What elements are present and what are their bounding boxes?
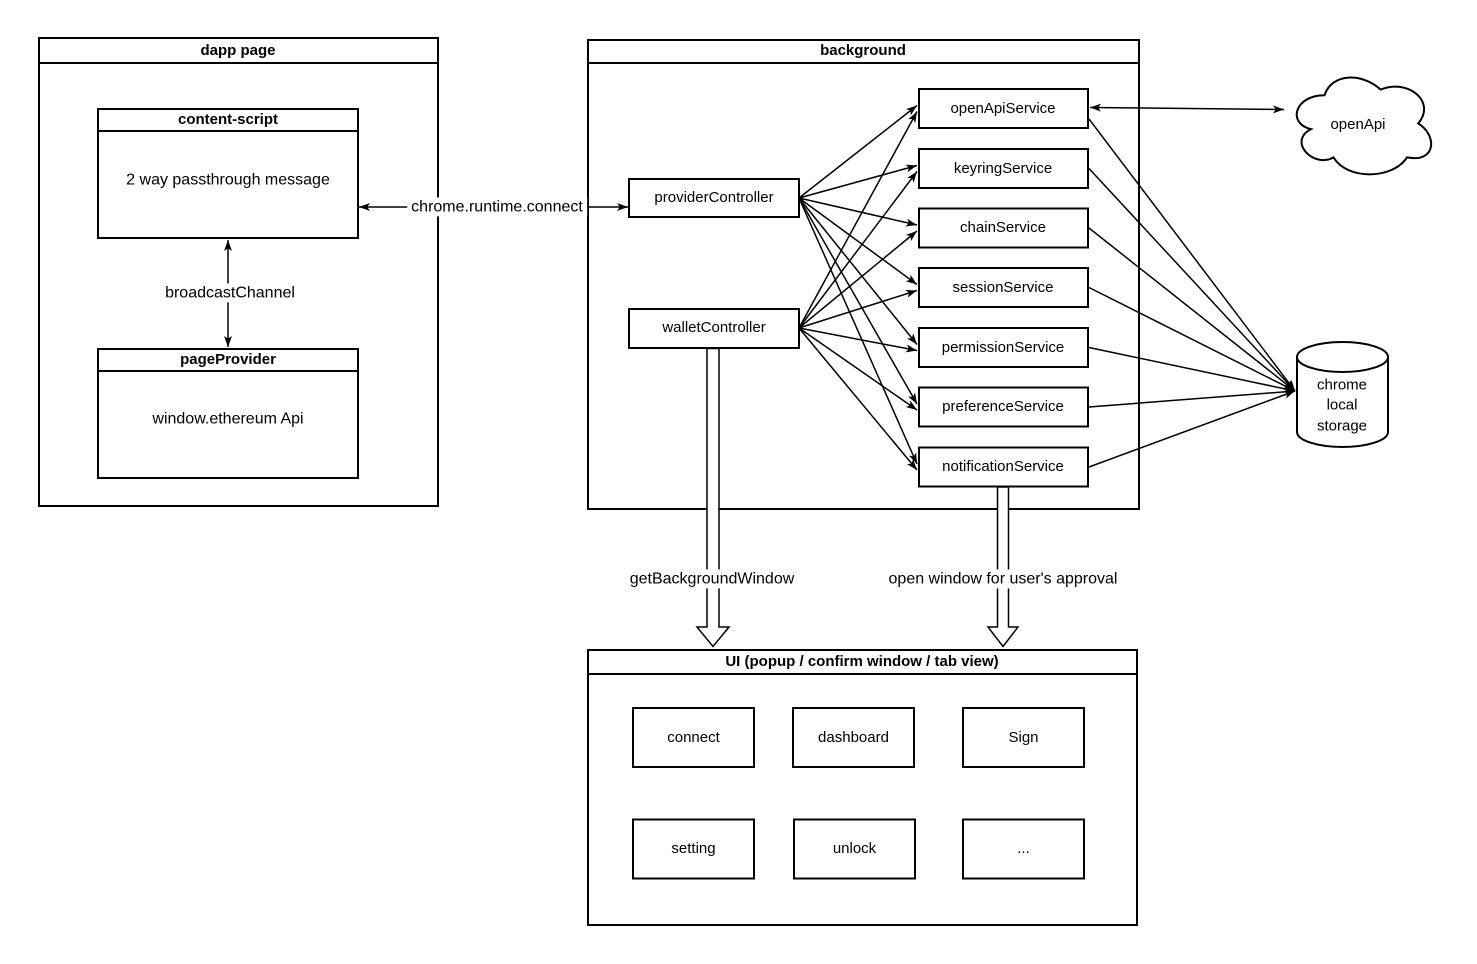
notification-service-box [918, 446, 1089, 488]
ui-sign-box [962, 707, 1085, 768]
session-service-label: sessionService [952, 278, 1054, 296]
open-api-arrow [1089, 103, 1285, 114]
open-window-approval-label: open window for user's approval [884, 569, 1122, 589]
ui-unlock-label: unlock [832, 840, 877, 857]
preference-service-box [918, 386, 1089, 428]
chain-service-label: chainService [960, 219, 1046, 236]
get-background-window-arrow [695, 347, 731, 648]
storage-label: chrome local storage [1316, 376, 1368, 435]
notification-service-label: notificationService [942, 458, 1064, 475]
ui-sign-label: Sign [1008, 728, 1039, 746]
ui-setting-label: setting [671, 840, 716, 857]
preference-service-label: preferenceService [942, 398, 1064, 415]
get-background-window-label: getBackgroundWindow [625, 569, 799, 589]
background-title: background [820, 42, 906, 59]
ui-container [587, 649, 1138, 926]
storage-edges [1088, 118, 1296, 468]
session-service-box [918, 267, 1089, 308]
cloud-shape [1295, 76, 1433, 176]
keyring-service-box [918, 148, 1089, 189]
open-api-cloud-label: openApi [1330, 116, 1386, 133]
broadcast-channel-label: broadcastChannel [161, 283, 299, 303]
permission-service-box [918, 327, 1089, 368]
ui-dashboard-label: dashboard [818, 728, 889, 746]
ui-title: UI (popup / confirm window / tab view) [725, 653, 999, 670]
ui-dashboard-box [792, 707, 915, 768]
page-provider-body: window.ethereum Api [152, 410, 304, 428]
ui-more-box [962, 818, 1085, 880]
page-provider-title: pageProvider [180, 351, 276, 368]
provider-controller-label: providerController [654, 189, 774, 206]
wallet-controller-edges [798, 111, 918, 471]
open-api-service-label: openApiService [950, 99, 1056, 117]
wallet-controller-box [628, 308, 800, 349]
open-api-service-box [918, 88, 1089, 129]
wallet-controller-label: walletController [662, 319, 766, 336]
provider-controller-box [628, 178, 800, 218]
ui-unlock-box [793, 818, 916, 880]
open-window-approval-arrow [986, 486, 1020, 648]
ui-more-label: ... [1017, 840, 1030, 857]
permission-service-label: permissionService [941, 338, 1065, 356]
chrome-runtime-connect-label: chrome.runtime.connect [407, 197, 587, 217]
dapp-page-title: dapp page [200, 42, 276, 59]
content-script-body: 2 way passthrough message [126, 171, 330, 189]
ui-connect-box [632, 707, 755, 768]
ui-connect-label: connect [667, 728, 720, 746]
provider-controller-edges [798, 104, 918, 465]
content-script-title: content-script [177, 111, 279, 128]
chain-service-box [918, 207, 1089, 249]
keyring-service-label: keyringService [953, 159, 1053, 177]
ui-setting-box [632, 818, 755, 880]
storage-cylinder [1296, 341, 1389, 448]
